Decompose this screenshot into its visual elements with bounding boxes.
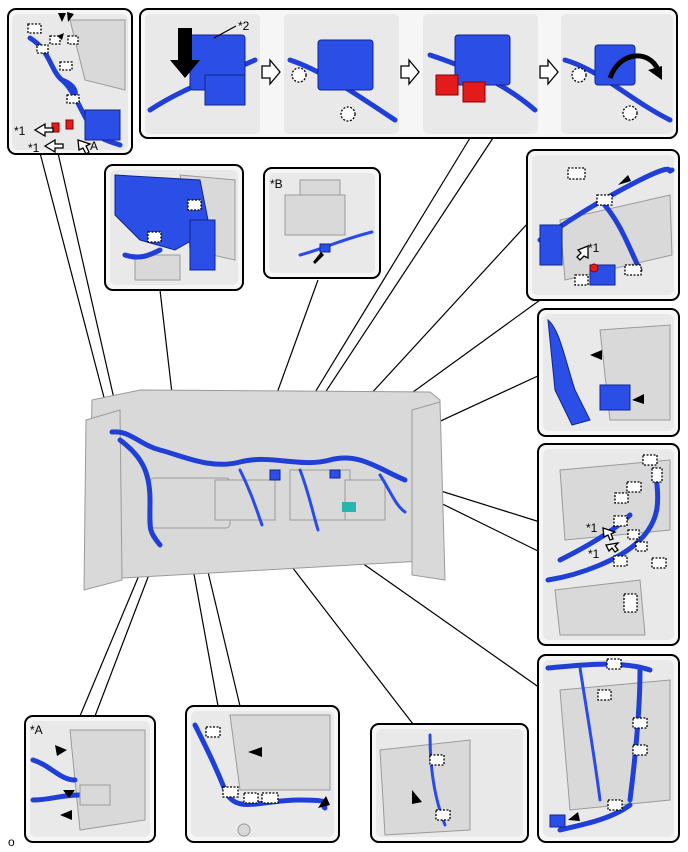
callout-star1-a: *1 bbox=[14, 124, 26, 138]
detail-panel-right-3: *1 *1 bbox=[537, 443, 680, 646]
detail-panel-right-2 bbox=[537, 308, 680, 437]
callout-a: A bbox=[90, 139, 98, 153]
detail-panel-step-sequence: *2 bbox=[139, 8, 678, 139]
detail-panel-top-left: *1 *1 A bbox=[7, 8, 133, 155]
detail-panel-right-4 bbox=[537, 654, 680, 843]
callout-star1-c: *1 bbox=[588, 241, 600, 255]
detail-panel-upper-left bbox=[104, 164, 244, 291]
figure-code: o bbox=[8, 835, 15, 849]
callout-star1-d: *1 bbox=[586, 521, 598, 535]
detail-panel-a: *A bbox=[24, 715, 156, 843]
callout-star1-e: *1 bbox=[588, 547, 600, 561]
callout-star1-b: *1 bbox=[28, 141, 40, 155]
detail-panel-right-1: *1 bbox=[526, 149, 680, 301]
main-dashboard-view bbox=[83, 389, 446, 591]
detail-panel-bottom-right bbox=[370, 723, 529, 843]
detail-panel-b: *B bbox=[263, 167, 381, 279]
callout-star-b: *B bbox=[270, 177, 283, 191]
callout-star2: *2 bbox=[238, 19, 250, 33]
callout-star-a: *A bbox=[30, 723, 43, 737]
detail-panel-bottom-middle bbox=[185, 705, 340, 843]
